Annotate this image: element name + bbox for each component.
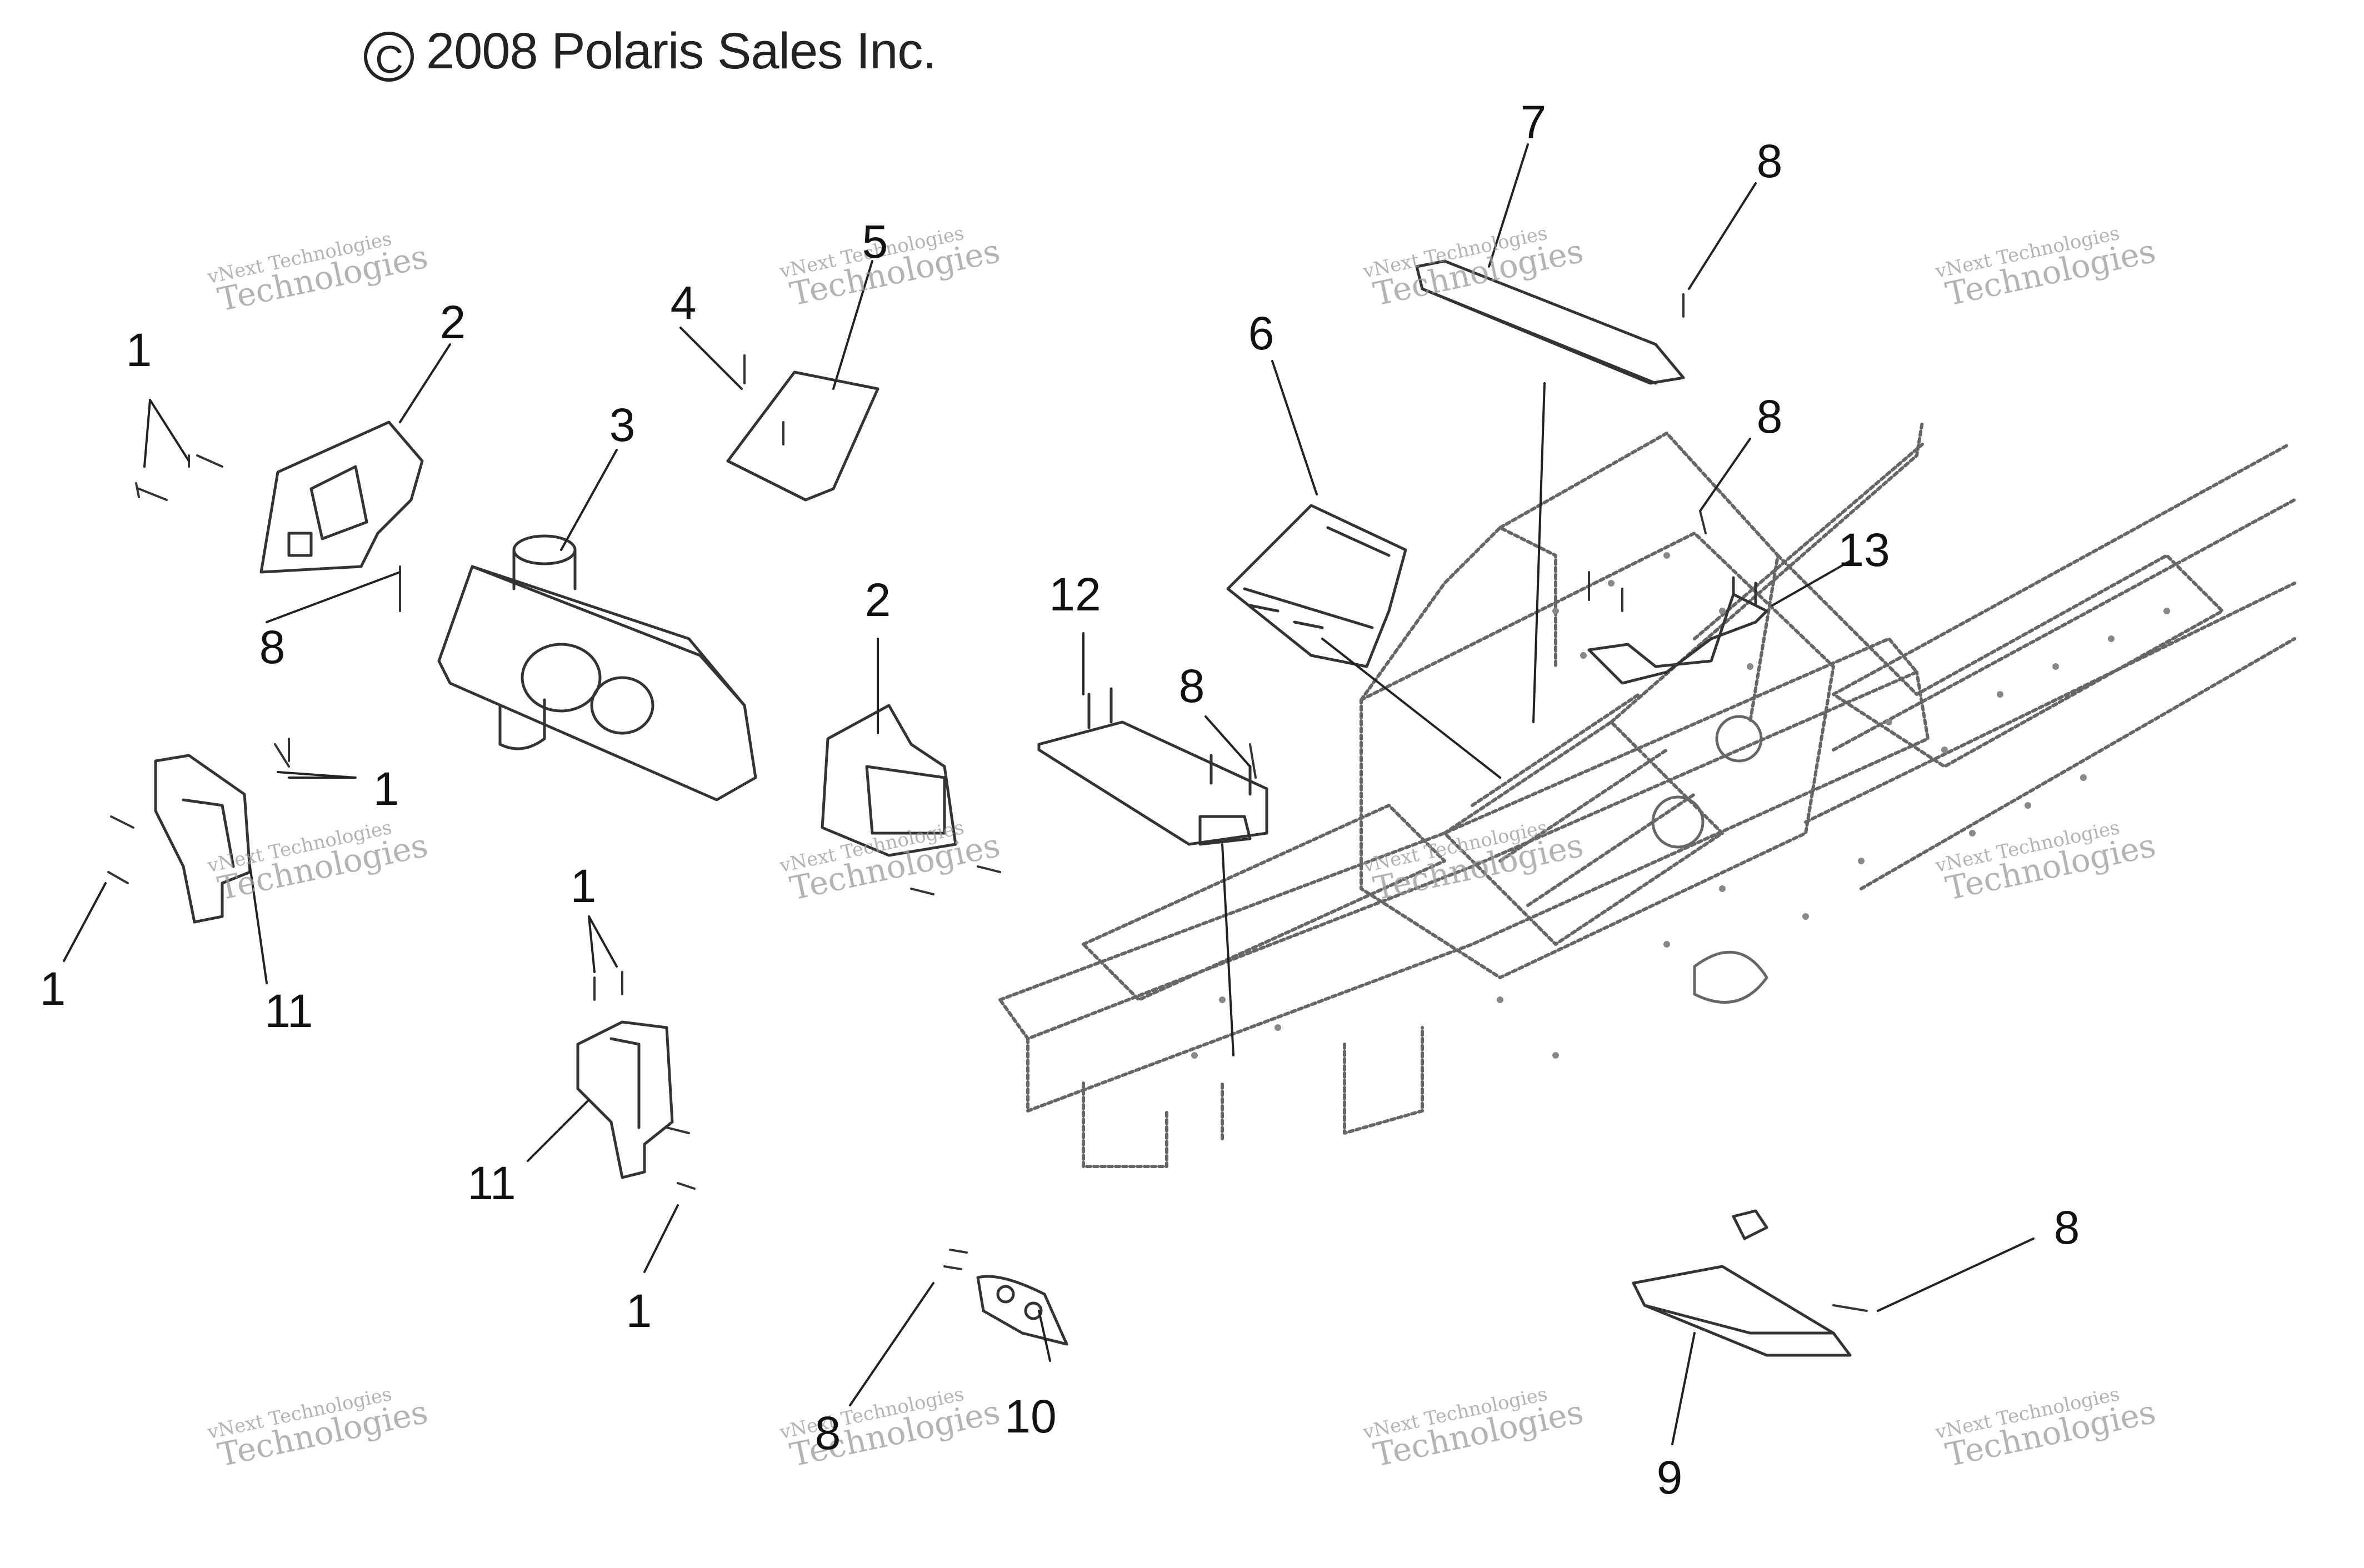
copyright-symbol: C	[364, 32, 414, 82]
callout-1: 1	[626, 1285, 652, 1337]
part-11-lower-mount	[578, 1022, 672, 1178]
frame-holes	[1191, 552, 2170, 1059]
callout-2: 2	[864, 574, 891, 626]
fasteners	[108, 294, 1867, 1311]
callout-5: 5	[862, 216, 888, 268]
part-13-bracket	[1589, 578, 1767, 683]
callout-11: 11	[264, 985, 313, 1037]
part-12-plate	[1039, 689, 1267, 844]
callout-9: 9	[1656, 1451, 1683, 1504]
callout-7: 7	[1520, 96, 1547, 148]
callout-8: 8	[2053, 1201, 2080, 1254]
callout-13: 13	[1838, 524, 1890, 576]
callout-8: 8	[814, 1407, 841, 1459]
callout-3: 3	[609, 399, 636, 451]
part-6-bracket	[1228, 505, 1406, 667]
callout-1: 1	[39, 963, 66, 1015]
frame-oval-cutout	[1695, 952, 1767, 1002]
part-3-housing	[439, 536, 756, 800]
callout-10: 10	[1004, 1390, 1057, 1442]
callout-2: 2	[439, 296, 466, 348]
part-10-plate	[978, 1276, 1067, 1344]
callout-8: 8	[1756, 390, 1783, 443]
frame-round-cutout	[1653, 797, 1703, 847]
callout-8: 8	[1178, 660, 1205, 712]
chassis-frame	[1000, 422, 2295, 1166]
callout-11: 11	[467, 1157, 516, 1209]
callout-1: 1	[373, 763, 399, 815]
part-2-right-bracket	[822, 705, 956, 855]
part-5-shield	[728, 372, 878, 500]
part-7-channel	[1417, 261, 1683, 383]
callout-6: 6	[1248, 307, 1275, 359]
copyright-text: 2008 Polaris Sales Inc.	[426, 23, 937, 79]
callout-8: 8	[1756, 135, 1783, 187]
callout-12: 12	[1049, 568, 1101, 620]
leader-lines	[64, 144, 2033, 1444]
part-11-upper-mount	[156, 755, 250, 922]
part-2-left-bracket	[261, 422, 422, 572]
part-9-plate	[1633, 1211, 1850, 1355]
callout-1: 1	[570, 860, 597, 912]
callout-1: 1	[126, 324, 152, 376]
frame-round-cutout	[1717, 717, 1761, 761]
callout-4: 4	[670, 277, 697, 329]
callout-8: 8	[259, 621, 286, 673]
